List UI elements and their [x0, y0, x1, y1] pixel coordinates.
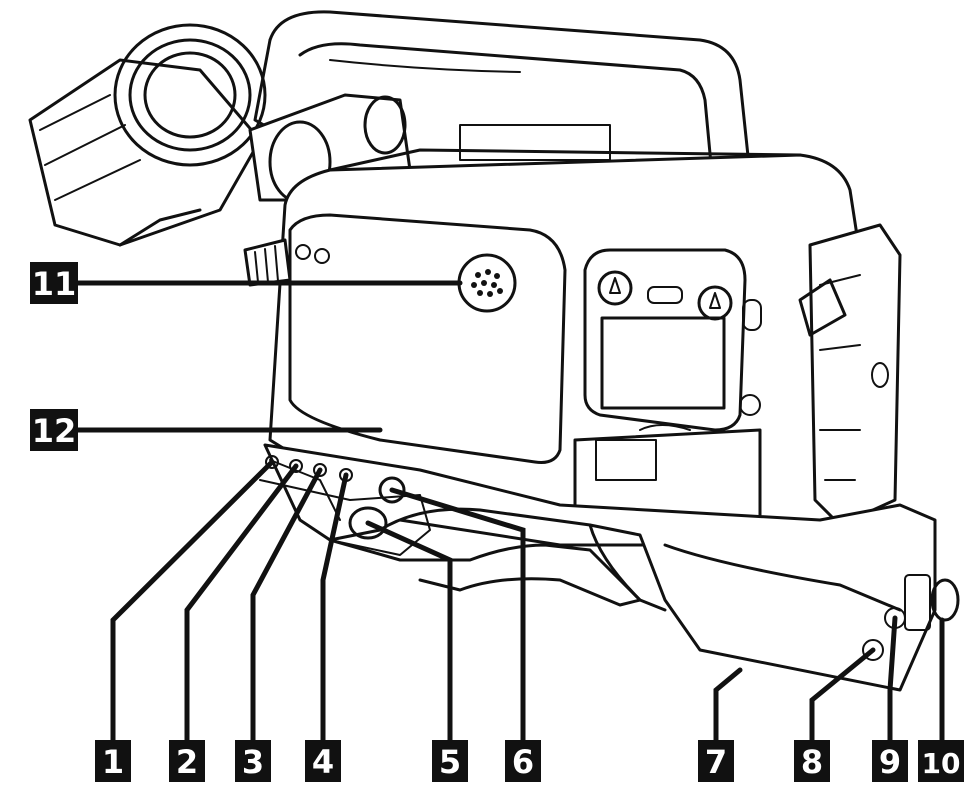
- leader-6: [389, 487, 526, 748]
- callout-label: 7: [705, 743, 727, 781]
- leader-2: [184, 463, 299, 748]
- camera-body: [268, 124, 902, 547]
- leader-3: [250, 467, 323, 748]
- callout-5: 5: [432, 740, 468, 782]
- callout-8: 8: [794, 740, 830, 782]
- callout-4: 4: [305, 740, 341, 782]
- callout-label: 2: [176, 743, 198, 781]
- callout-7: 7: [698, 740, 734, 782]
- leader-7: [713, 667, 743, 748]
- leader-9: [887, 615, 898, 748]
- leader-1: [110, 459, 275, 748]
- callout-label: 12: [32, 412, 77, 450]
- callout-label: 5: [439, 743, 461, 781]
- viewfinder: [28, 23, 267, 247]
- leader-5: [365, 520, 453, 748]
- callout-3: 3: [235, 740, 271, 782]
- callout-label: 6: [512, 743, 534, 781]
- speaker-grille: [471, 269, 503, 297]
- callout-label: 8: [801, 743, 823, 781]
- leader-8: [809, 647, 876, 748]
- camcorder-illustration: [28, 10, 960, 692]
- callout-label: 9: [879, 743, 901, 781]
- front-knob: [243, 238, 292, 287]
- leader-lines: [67, 280, 945, 748]
- callout-label: 1: [102, 743, 124, 781]
- callout-12: 12: [30, 409, 78, 451]
- callout-2: 2: [169, 740, 205, 782]
- leader-4: [320, 472, 349, 748]
- callout-label: 10: [922, 747, 961, 780]
- callout-6: 6: [505, 740, 541, 782]
- callout-1: 1: [95, 740, 131, 782]
- callout-9: 9: [872, 740, 908, 782]
- callout-label: 4: [312, 743, 334, 781]
- callout-label: 3: [242, 743, 264, 781]
- callout-10: 10: [918, 740, 964, 782]
- callout-label: 11: [32, 265, 77, 303]
- front-jacks: [259, 455, 431, 556]
- callouts: 11 12 1 2 3 4 5 6: [30, 262, 964, 782]
- callout-11: 11: [30, 262, 78, 304]
